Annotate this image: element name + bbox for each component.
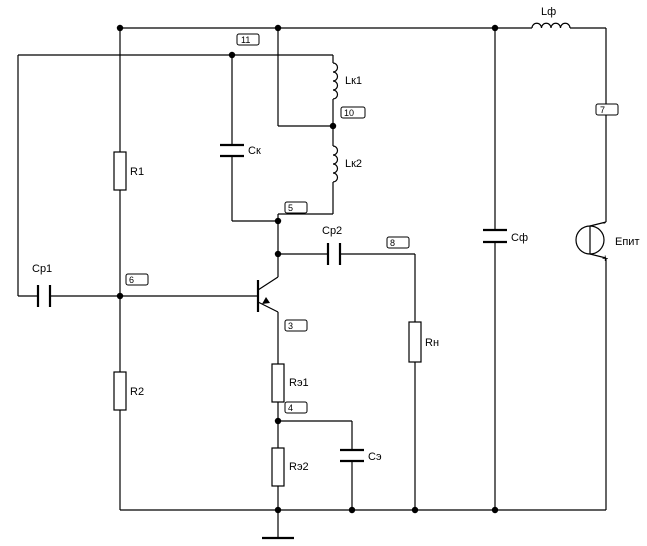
label-lf: Lф: [541, 6, 556, 18]
node-tag-8: 8: [386, 236, 410, 249]
label-cp1: Cp1: [32, 263, 52, 275]
label-lk1: Lк1: [345, 75, 362, 87]
node-tag-7: 7: [595, 103, 619, 116]
svg-text:6: 6: [129, 275, 134, 285]
resistor-rz2: [271, 447, 285, 487]
junction-dots: [116, 24, 499, 514]
node-tag-3: 3: [284, 319, 308, 332]
label-rn: Rн: [425, 337, 439, 349]
inductor-lf: [531, 22, 571, 29]
label-epit: Eпит: [615, 236, 639, 248]
svg-text:7: 7: [600, 105, 605, 115]
label-rz1: Rэ1: [289, 377, 309, 389]
node-tag-4: 4: [284, 401, 308, 414]
resistor-rz1: [271, 363, 285, 403]
svg-text:11: 11: [241, 35, 250, 45]
source-minus-sign: -: [602, 217, 606, 229]
node-tag-10: 10: [340, 106, 366, 119]
capacitor-cz: [340, 448, 364, 463]
inductor-lk1: [332, 62, 339, 100]
label-r1: R1: [130, 166, 144, 178]
label-cf: Cф: [511, 232, 528, 244]
wires: [17, 27, 607, 538]
svg-text:10: 10: [344, 108, 354, 118]
label-cp2: Cp2: [322, 225, 342, 237]
svg-text:8: 8: [390, 238, 395, 248]
label-ck: Cк: [248, 145, 261, 157]
resistor-r1: [113, 151, 127, 191]
label-lk2: Lк2: [345, 158, 362, 170]
voltage-source: [575, 221, 607, 259]
label-cz: Cэ: [368, 451, 382, 463]
node-tag-11: 11: [236, 33, 260, 46]
label-rz2: Rэ2: [289, 461, 309, 473]
resistor-rn: [408, 321, 422, 363]
resistor-r2: [113, 371, 127, 411]
capacitor-cp2: [326, 243, 342, 265]
capacitor-cf: [483, 228, 507, 244]
inductor-lk2: [332, 145, 339, 183]
node-tag-5: 5: [284, 201, 308, 214]
capacitor-ck: [220, 143, 244, 158]
emitter-arrow-icon: [262, 297, 270, 304]
svg-text:4: 4: [288, 403, 293, 413]
transistor: [256, 276, 279, 313]
label-r2: R2: [130, 386, 144, 398]
capacitor-cp1: [36, 285, 52, 307]
node-tag-6: 6: [125, 273, 149, 286]
source-plus-sign: +: [602, 253, 608, 265]
svg-text:3: 3: [288, 321, 293, 331]
svg-text:5: 5: [288, 203, 293, 213]
